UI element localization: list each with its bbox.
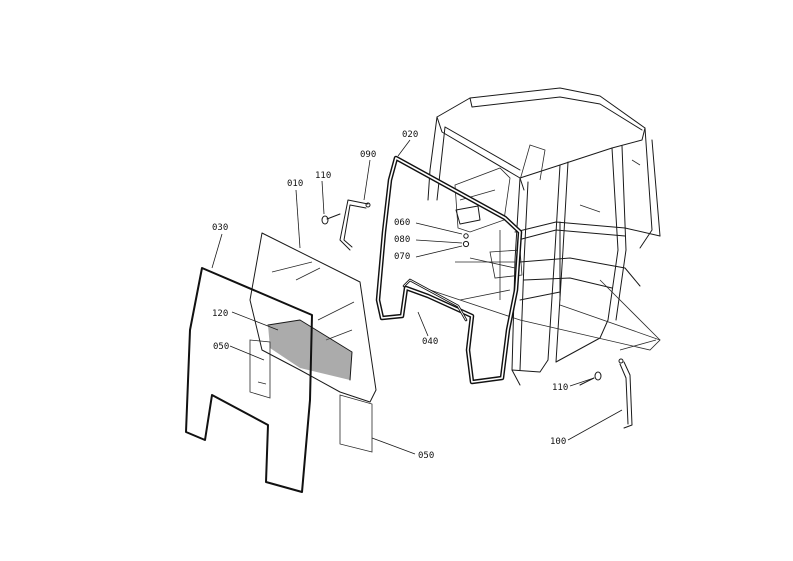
label-110-lower: 110 xyxy=(552,383,568,393)
label-110-upper: 110 xyxy=(315,171,331,181)
label-120: 120 xyxy=(212,309,228,319)
label-050-left: 050 xyxy=(213,342,229,352)
cab-frame xyxy=(427,87,661,386)
label-090: 090 xyxy=(360,150,376,160)
label-070: 070 xyxy=(394,252,410,262)
label-030: 030 xyxy=(212,223,228,233)
label-080: 080 xyxy=(394,235,410,245)
label-020: 020 xyxy=(402,130,418,140)
label-100: 100 xyxy=(550,437,566,447)
windscreen-seal-020 xyxy=(375,155,523,385)
fittings-060-070-080 xyxy=(455,205,481,248)
label-010: 010 xyxy=(287,179,303,189)
windscreen-glass-010 xyxy=(249,232,377,403)
bolt-110-upper xyxy=(321,213,341,225)
door-rod-100 xyxy=(618,339,657,429)
bolt-110-lower xyxy=(579,371,602,386)
glass-panel-030 xyxy=(185,267,373,493)
label-040: 040 xyxy=(422,337,438,347)
rod-090 xyxy=(339,199,371,251)
seal-strip-040 xyxy=(402,278,468,322)
part-labels: 010 020 030 040 050 050 060 070 080 090 … xyxy=(212,130,568,461)
label-060: 060 xyxy=(394,218,410,228)
label-050-right: 050 xyxy=(418,451,434,461)
leader-lines xyxy=(211,139,623,455)
